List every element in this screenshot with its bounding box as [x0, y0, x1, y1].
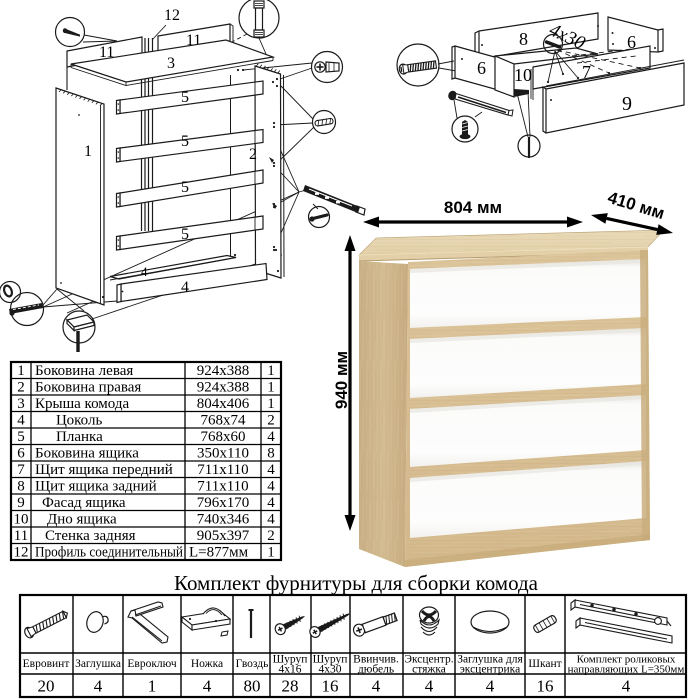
svg-text:2: 2 [249, 146, 257, 163]
svg-text:Боковина правая: Боковина правая [35, 380, 141, 396]
svg-text:Заглушка для: Заглушка для [457, 654, 523, 666]
svg-text:5: 5 [181, 179, 189, 196]
svg-text:стяжка: стяжка [412, 664, 446, 676]
svg-text:Дно ящика: Дно ящика [47, 512, 117, 528]
svg-text:16: 16 [537, 677, 554, 696]
svg-text:5: 5 [181, 89, 189, 106]
svg-text:28: 28 [282, 677, 299, 696]
svg-text:4: 4 [267, 479, 275, 495]
svg-text:Боковина левая: Боковина левая [35, 363, 133, 379]
svg-text:350х110: 350х110 [197, 446, 249, 462]
svg-text:4: 4 [17, 413, 25, 429]
svg-text:Щит ящика задний: Щит ящика задний [35, 479, 157, 495]
svg-text:6: 6 [627, 32, 636, 52]
svg-text:Шуруп: Шуруп [273, 654, 308, 666]
svg-text:Комплект роликовых: Комплект роликовых [577, 654, 676, 666]
svg-text:16: 16 [322, 677, 339, 696]
svg-text:4: 4 [372, 677, 381, 696]
svg-text:768х74: 768х74 [201, 413, 247, 429]
svg-text:940 мм: 940 мм [332, 351, 351, 409]
svg-text:Стенка задняя: Стенка задняя [45, 528, 136, 544]
svg-text:4: 4 [181, 279, 189, 296]
svg-text:Заглушка: Заглушка [75, 658, 121, 670]
svg-text:Фасад ящика: Фасад ящика [42, 495, 126, 511]
svg-text:8: 8 [17, 479, 25, 495]
svg-text:6: 6 [477, 58, 486, 78]
svg-text:Планка: Планка [56, 429, 103, 445]
svg-text:4: 4 [267, 512, 275, 528]
svg-text:11: 11 [14, 528, 28, 544]
svg-text:5: 5 [181, 133, 189, 150]
svg-text:804 мм: 804 мм [444, 198, 502, 217]
svg-text:10: 10 [14, 512, 29, 528]
svg-text:Евроключ: Евроключ [127, 658, 176, 670]
svg-text:8: 8 [519, 29, 528, 49]
svg-text:Комплект фурнитуры для сборки: Комплект фурнитуры для сборки комода [174, 571, 539, 595]
svg-text:4: 4 [622, 677, 631, 696]
svg-text:5: 5 [181, 226, 189, 243]
svg-text:2: 2 [17, 380, 25, 396]
svg-text:3: 3 [17, 396, 25, 412]
svg-text:12: 12 [164, 7, 180, 24]
svg-text:7: 7 [17, 462, 25, 478]
svg-text:796х170: 796х170 [197, 495, 250, 511]
svg-text:11: 11 [99, 44, 114, 61]
svg-text:Боковина ящика: Боковина ящика [35, 446, 139, 462]
svg-text:4: 4 [141, 264, 148, 279]
svg-text:1: 1 [84, 143, 92, 160]
svg-text:711х110: 711х110 [197, 479, 248, 495]
svg-text:804х406: 804х406 [197, 396, 250, 412]
svg-text:2: 2 [267, 413, 275, 429]
svg-text:Ввинчив.: Ввинчив. [353, 654, 399, 666]
svg-text:924х388: 924х388 [197, 380, 250, 396]
svg-text:направляющих L=350мм: направляющих L=350мм [568, 664, 685, 676]
svg-text:1: 1 [17, 363, 25, 379]
svg-text:768х60: 768х60 [201, 429, 246, 445]
svg-text:2: 2 [267, 528, 275, 544]
svg-text:1: 1 [267, 545, 275, 561]
svg-text:4: 4 [425, 677, 434, 696]
svg-text:Евровинт: Евровинт [23, 658, 70, 670]
svg-text:1: 1 [267, 380, 275, 396]
svg-text:4: 4 [267, 462, 275, 478]
svg-text:12: 12 [14, 545, 29, 561]
svg-text:740х346: 740х346 [197, 512, 250, 528]
svg-text:4: 4 [94, 677, 103, 696]
svg-text:Гвоздь: Гвоздь [236, 658, 269, 670]
svg-text:9: 9 [622, 93, 632, 115]
svg-text:4: 4 [486, 677, 495, 696]
svg-text:20: 20 [38, 677, 55, 696]
svg-text:1: 1 [148, 677, 157, 696]
svg-text:4: 4 [267, 429, 275, 445]
svg-text:711х110: 711х110 [197, 462, 248, 478]
svg-text:Крыша комода: Крыша комода [35, 396, 129, 412]
svg-text:4: 4 [267, 495, 275, 511]
svg-text:8: 8 [267, 446, 275, 462]
svg-text:10: 10 [514, 65, 532, 85]
svg-text:6: 6 [17, 446, 25, 462]
svg-text:Цоколь: Цоколь [56, 413, 102, 429]
svg-text:905х397: 905х397 [197, 528, 250, 544]
svg-text:1: 1 [267, 363, 275, 379]
svg-text:Щит ящика передний: Щит ящика передний [35, 462, 173, 478]
svg-text:Эксцентр.: Эксцентр. [404, 654, 453, 666]
svg-text:1: 1 [267, 396, 275, 412]
svg-text:7: 7 [582, 62, 591, 82]
svg-text:5: 5 [17, 429, 25, 445]
svg-text:9: 9 [17, 495, 25, 511]
svg-text:4х16: 4х16 [279, 664, 302, 676]
svg-text:4х30: 4х30 [319, 664, 342, 676]
svg-text:924х388: 924х388 [197, 363, 250, 379]
svg-text:4: 4 [203, 677, 212, 696]
svg-text:Шуруп: Шуруп [313, 654, 348, 666]
svg-text:дюбель: дюбель [358, 664, 394, 676]
svg-text:эксцентрика: эксцентрика [460, 664, 520, 676]
svg-text:3: 3 [167, 55, 175, 72]
svg-text:L=877мм: L=877мм [189, 545, 249, 561]
svg-text:Профиль соединительный: Профиль соединительный [35, 545, 183, 561]
svg-text:Шкант: Шкант [528, 658, 561, 670]
svg-text:80: 80 [244, 677, 261, 696]
svg-text:Ножка: Ножка [191, 658, 223, 670]
